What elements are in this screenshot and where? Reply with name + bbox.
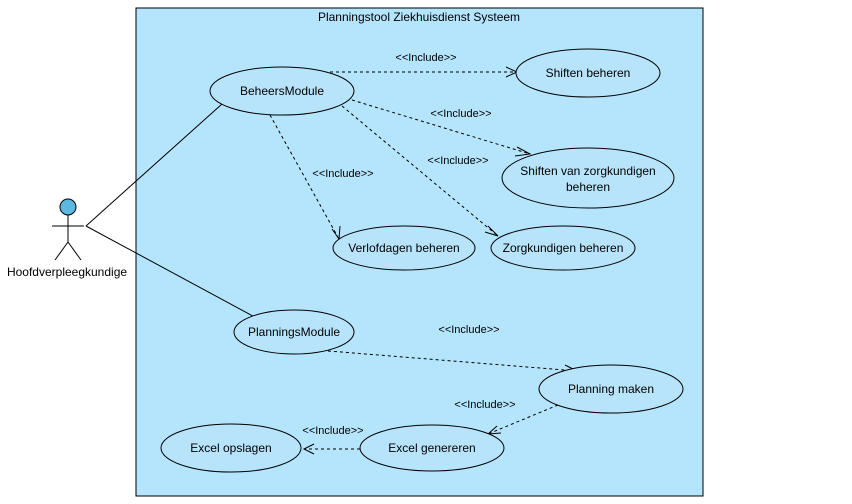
actor-hoofdverpleegkundige[interactable]: Hoofdverpleegkundige (7, 198, 127, 279)
include-label: <<Include>> (312, 168, 373, 180)
use-case-label: Planning maken (568, 382, 654, 396)
use-case-planningsmodule[interactable]: PlanningsModule (233, 309, 355, 355)
association-planningsmodule (85, 225, 265, 323)
include-label: <<Include>> (430, 108, 491, 120)
use-case-label: PlanningsModule (248, 325, 340, 339)
use-case-label: Zorgkundigen beheren (503, 241, 624, 255)
use-case-beheersmodule[interactable]: BeheersModule (209, 66, 355, 116)
use-case-zorgkundigen[interactable]: Zorgkundigen beheren (490, 225, 636, 271)
use-case-planning-maken[interactable]: Planning maken (538, 364, 684, 414)
include-excel-genereren-opslagen: <<Include>> (302, 425, 364, 455)
use-case-label: Excel opslagen (190, 441, 271, 455)
actor-right-leg (67, 241, 82, 261)
use-case-verlofdagen[interactable]: Verlofdagen beheren (332, 225, 476, 271)
include-label: <<Include>> (438, 324, 499, 336)
use-case-excel-opslagen[interactable]: Excel opslagen (160, 423, 302, 473)
association-beheersmodule (85, 103, 223, 227)
use-case-label-line2: beheren (566, 180, 610, 194)
use-case-excel-genereren[interactable]: Excel genereren (359, 424, 505, 472)
use-case-label: Verlofdagen beheren (348, 241, 459, 255)
actor-head (59, 198, 77, 216)
actor-left-leg (54, 241, 69, 261)
use-case-label: BeheersModule (240, 84, 324, 98)
use-case-shiften-zorgkundigen[interactable]: Shiften van zorgkundigen beheren (501, 147, 675, 209)
use-case-shiften-beheren[interactable]: Shiften beheren (515, 48, 661, 98)
system-title: Planningstool Ziekhuisdienst Systeem (318, 10, 520, 24)
use-case-label: Excel genereren (388, 441, 475, 455)
use-case-label-line1: Shiften van zorgkundigen (520, 164, 655, 178)
include-beheers-zorgkundigen: <<Include>> (341, 105, 499, 237)
include-label: <<Include>> (427, 155, 488, 167)
use-case-label: Shiften beheren (546, 66, 631, 80)
include-label: <<Include>> (454, 399, 515, 411)
include-beheers-shiften-zorg: <<Include>> (351, 99, 532, 157)
include-label: <<Include>> (395, 52, 456, 64)
actor-label: Hoofdverpleegkundige (7, 265, 127, 279)
include-label: <<Include>> (302, 425, 363, 437)
